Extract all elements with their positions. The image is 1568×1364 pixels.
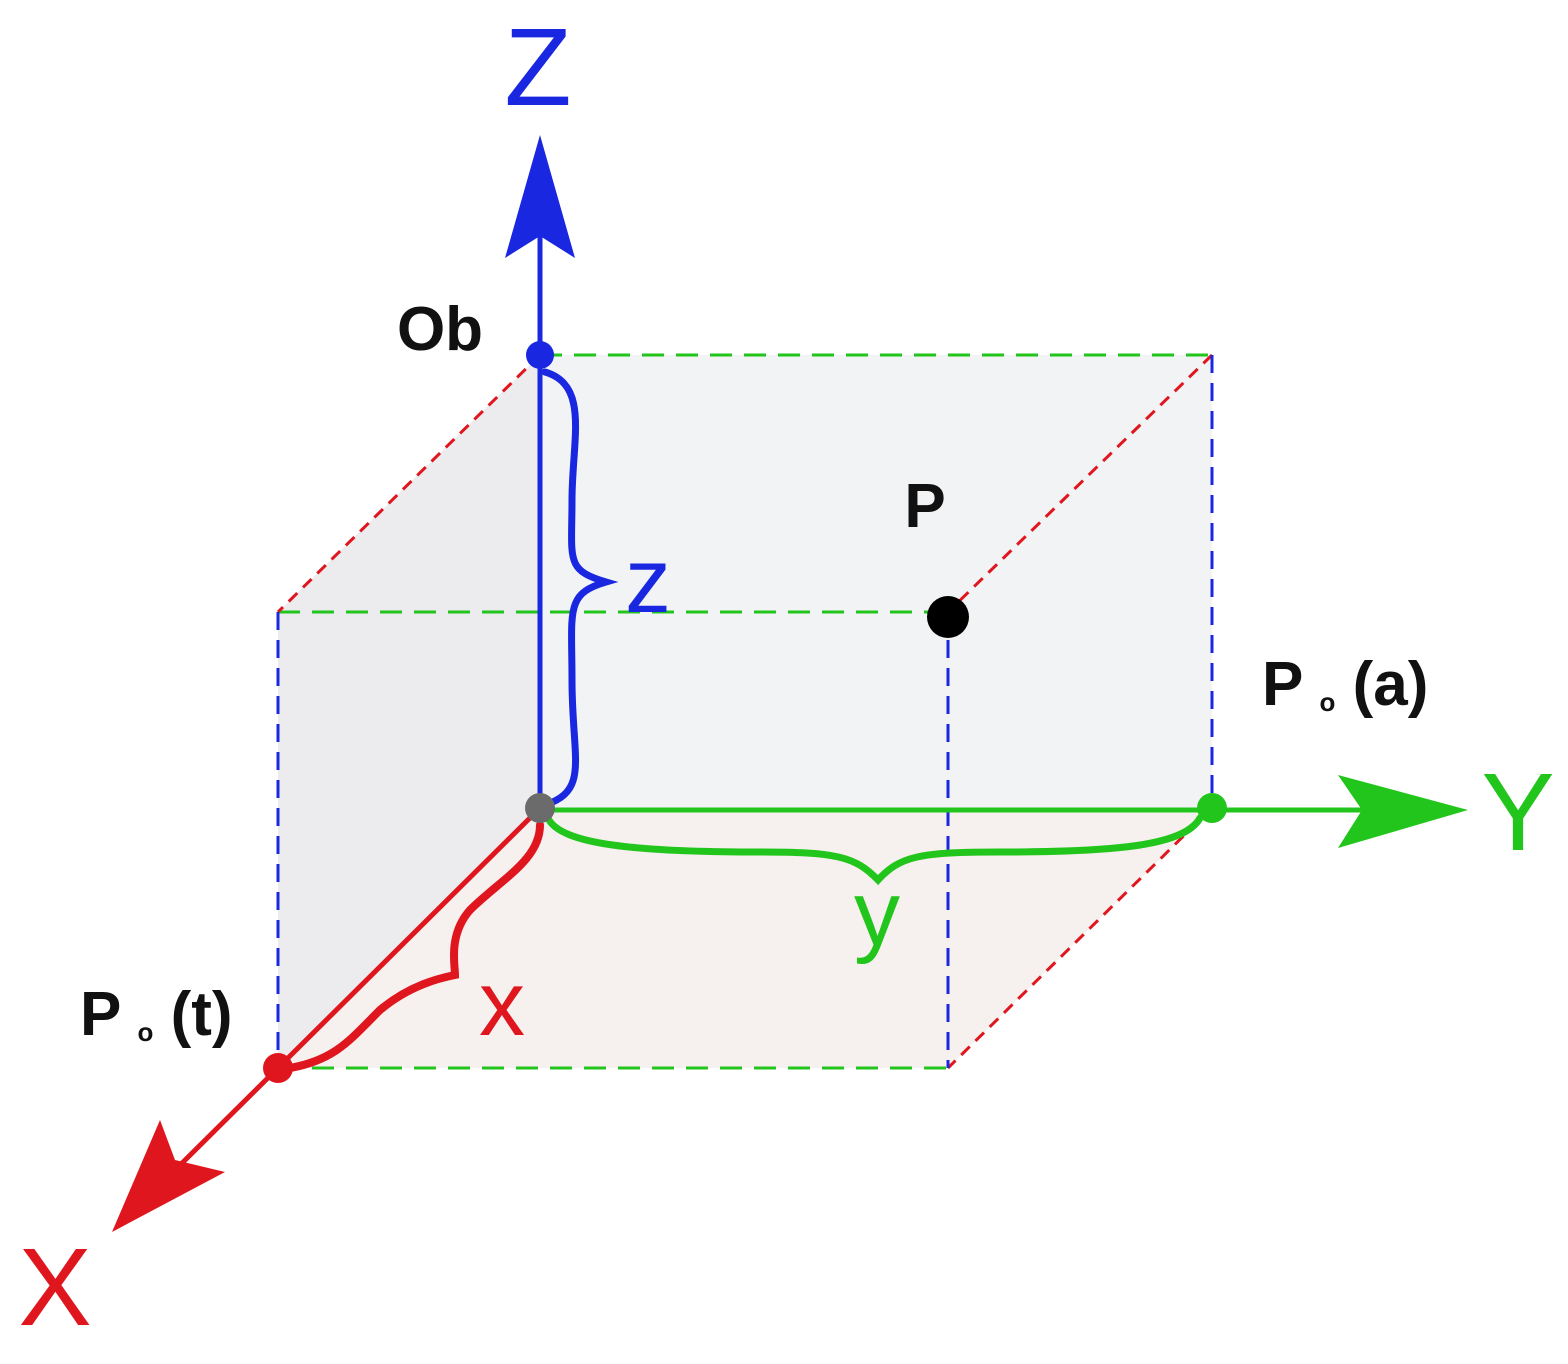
pt-label-prefix: P (80, 980, 120, 1049)
z-axis (505, 135, 575, 808)
x-axis-arrowhead (112, 1120, 225, 1232)
origin-point (525, 793, 555, 823)
p-point (927, 596, 969, 638)
pt-label: P o (t) (80, 980, 233, 1055)
pa-point (1197, 793, 1227, 823)
ob-point (526, 341, 554, 369)
top-left-diagonal-edge (276, 353, 542, 614)
box-dashed-edges (276, 353, 1214, 1070)
x-dimension-label: x (479, 953, 525, 1055)
x-axis (112, 806, 542, 1232)
x-axis-label: X (18, 1226, 91, 1349)
z-dimension-label: z (625, 530, 671, 632)
p-label: P (904, 472, 945, 541)
y-brace (544, 814, 1204, 886)
y-axis-arrowhead (1338, 775, 1468, 848)
back-face (540, 355, 1212, 808)
y-dimension-label: y (854, 863, 900, 965)
pa-label-suffix: (a) (1353, 650, 1429, 719)
z-axis-label: Z (504, 6, 571, 129)
y-axis (540, 775, 1468, 848)
top-right-diagonal-edge (946, 353, 1214, 614)
z-axis-arrowhead (505, 135, 575, 258)
bottom-right-diagonal-edge (946, 806, 1214, 1070)
pt-label-subscript: o (137, 1017, 153, 1047)
pa-label-prefix: P (1262, 650, 1302, 719)
pa-label: P o (a) (1262, 650, 1428, 725)
x-brace (286, 821, 544, 1072)
pt-point (263, 1053, 293, 1083)
ob-label: Ob (397, 295, 483, 364)
y-axis-label: Y (1481, 751, 1554, 874)
pt-label-suffix: (t) (171, 980, 233, 1049)
z-brace (541, 368, 619, 809)
pa-label-subscript: o (1319, 687, 1335, 717)
left-face (278, 355, 540, 1068)
